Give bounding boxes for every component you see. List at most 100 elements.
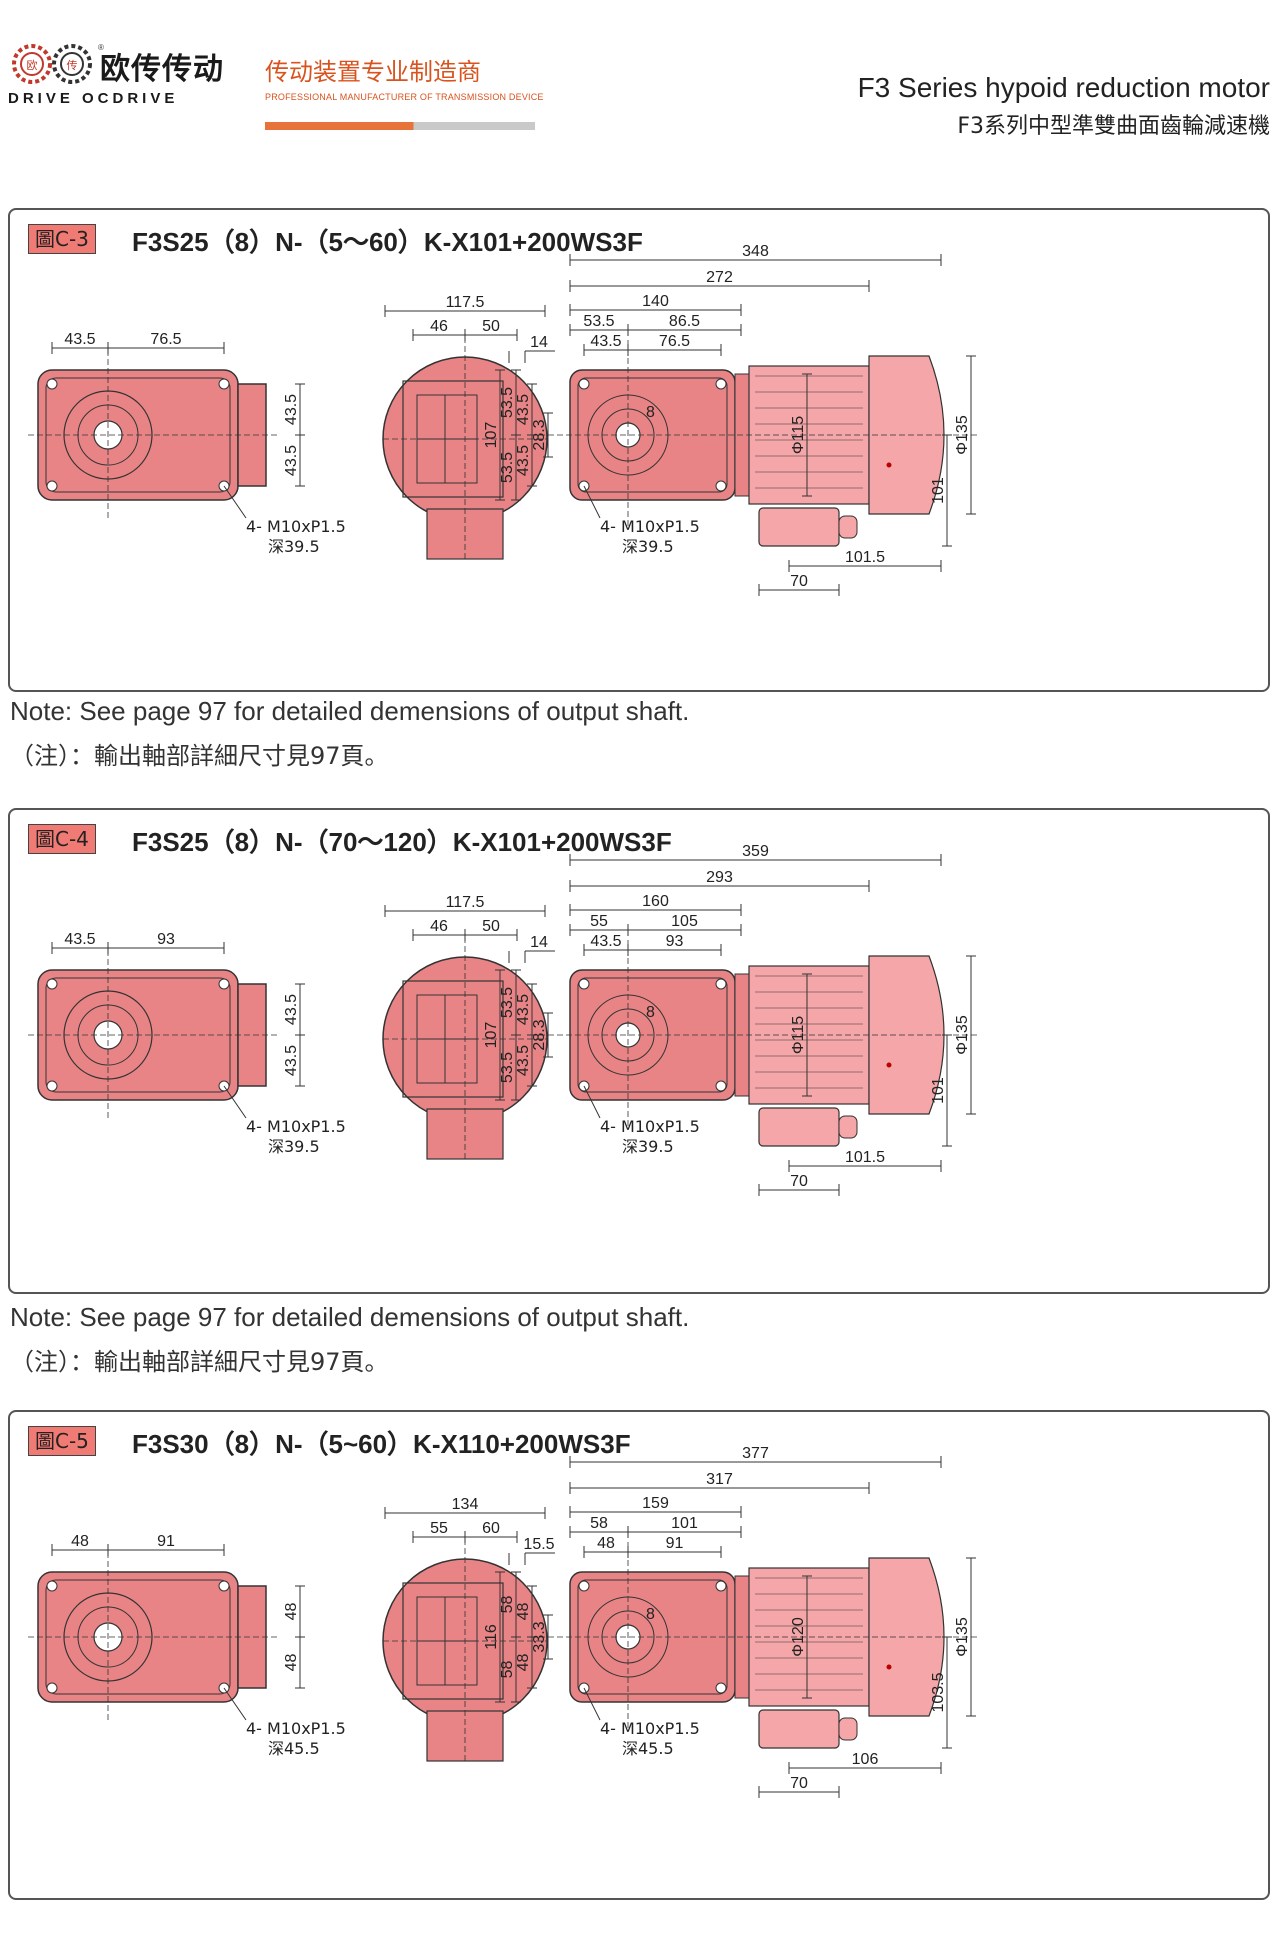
bolt-hole [715,1580,727,1592]
terminal-box [758,1107,840,1147]
bolt-spec-front: 4- M10xP1.5 [246,1117,346,1136]
terminal-box [758,507,840,547]
dim-motor-dia: Φ135 [954,415,971,455]
dim-motor-b2: 93 [666,933,684,950]
dim-motor-b2: 76.5 [659,333,690,350]
dim-motor-h-total: 116 [483,1624,500,1650]
dim-motor-h-box: 103.5 [930,1672,947,1712]
dim-front-h1: 43.5 [283,394,300,425]
bolt-hole [46,978,58,990]
dim-motor-dia-flange: Φ115 [790,416,807,454]
dim-motor-w-box: 101.5 [845,1149,885,1166]
dim-motor-l3: 159 [642,1495,669,1512]
bolt-depth-front: 深45.5 [268,1739,320,1758]
dim-side-a: 55 [430,1520,448,1537]
dim-side-overall: 134 [452,1496,479,1513]
tagline-cn: 传动装置专业制造商 [265,58,481,86]
dim-motor-h5: 28.3 [531,1019,548,1050]
dim-motor-w-box: 106 [852,1751,879,1768]
dim-motor-b2: 91 [666,1535,684,1552]
dim-motor-dia: Φ135 [954,1015,971,1055]
gear-logo-icon: 欧 传 ® [12,43,104,84]
dim-motor-a1: 58 [590,1515,608,1532]
company-logo: 欧 传 ® [10,42,250,112]
cable-gland [838,1717,858,1741]
dim-motor-h4: 43.5 [515,1045,532,1076]
dim-front-h2: 48 [283,1654,300,1672]
terminal-box [758,1709,840,1749]
motor-fan-cover [868,955,945,1115]
dim-side-b: 60 [482,1520,500,1537]
bolt-spec-front: 4- M10xP1.5 [246,517,346,536]
flange [237,1585,267,1689]
dim-side-a: 46 [430,318,448,335]
figure-tag: 圖C-5 [28,1426,96,1456]
dim-motor-total: 348 [742,243,769,260]
bolt-hole [46,378,58,390]
side-foot [426,1108,504,1160]
cable-gland [838,515,858,539]
page-header: 欧 传 ® 欧传传动 DRIVE OCDRIVE 传动装置专业制造商 PROFE… [0,0,1280,140]
dim-motor-h3: 43.5 [515,994,532,1025]
dim-motor-dia-flange: Φ115 [790,1016,807,1054]
brand-name-en: DRIVE OCDRIVE [8,90,179,107]
page-title-cn: F3系列中型準雙曲面齒輪減速機 [957,114,1270,139]
dim-motor-h-box: 101 [930,477,947,504]
indicator-dot [886,462,892,468]
dim-motor-a2: 101 [671,1515,698,1532]
side-foot [426,508,504,560]
note-en-2: Note: See page 97 for detailed demension… [10,1302,690,1332]
bolt-hole [46,480,58,492]
dim-motor-dia: Φ135 [954,1617,971,1657]
motor-fan-cover [868,1557,945,1717]
dim-side-a: 46 [430,918,448,935]
bolt-hole [715,378,727,390]
dim-motor-h4: 48 [515,1654,532,1672]
dim-motor-b1: 43.5 [590,333,621,350]
side-foot [426,1710,504,1762]
dim-motor-h2: 53.5 [499,1052,516,1083]
dim-motor-l2: 293 [706,869,733,886]
bolt-hole [218,378,230,390]
dim-motor-total: 377 [742,1445,769,1462]
dim-motor-a1: 55 [590,913,608,930]
dim-motor-h2: 58 [499,1661,516,1679]
dim-motor-l2: 317 [706,1471,733,1488]
dim-motor-b1: 48 [597,1535,615,1552]
bolt-hole [578,978,590,990]
model-number: F3S25（8）N-（5～60）K-X101+200WS3F [132,227,643,257]
bolt-hole [715,1682,727,1694]
dim-front-h1: 43.5 [283,994,300,1025]
dim-motor-keyway: 8 [646,404,655,421]
drawing-panel-5: 圖C-5 F3S30（8）N-（5~60）K-X110+200WS3F 48 91 48… [8,1410,1270,1900]
bolt-depth-motor: 深39.5 [622,1137,674,1156]
bolt-hole [46,1080,58,1092]
dim-motor-h-total: 107 [483,422,500,449]
dim-front-w2: 91 [157,1533,175,1550]
tagline-en: PROFESSIONAL MANUFACTURER OF TRANSMISSIO… [265,92,544,102]
indicator-dot [886,1664,892,1670]
dim-motor-h4: 43.5 [515,445,532,476]
dim-motor-w-box: 101.5 [845,549,885,566]
dim-motor-h1: 58 [499,1596,516,1614]
note-en-1: Note: See page 97 for detailed demension… [10,696,690,726]
bolt-depth-front: 深39.5 [268,1137,320,1156]
bolt-hole [218,1580,230,1592]
svg-text:欧: 欧 [27,59,38,72]
dim-front-w2: 93 [157,931,175,948]
bolt-hole [578,378,590,390]
model-number: F3S30（8）N-（5~60）K-X110+200WS3F [132,1429,631,1459]
dim-motor-dia-flange: Φ120 [790,1617,807,1657]
note-cn-2: （注）：輸出軸部詳細尺寸見97頁。 [10,1348,389,1376]
bolt-hole [218,978,230,990]
figure-tag: 圖C-4 [28,824,96,854]
